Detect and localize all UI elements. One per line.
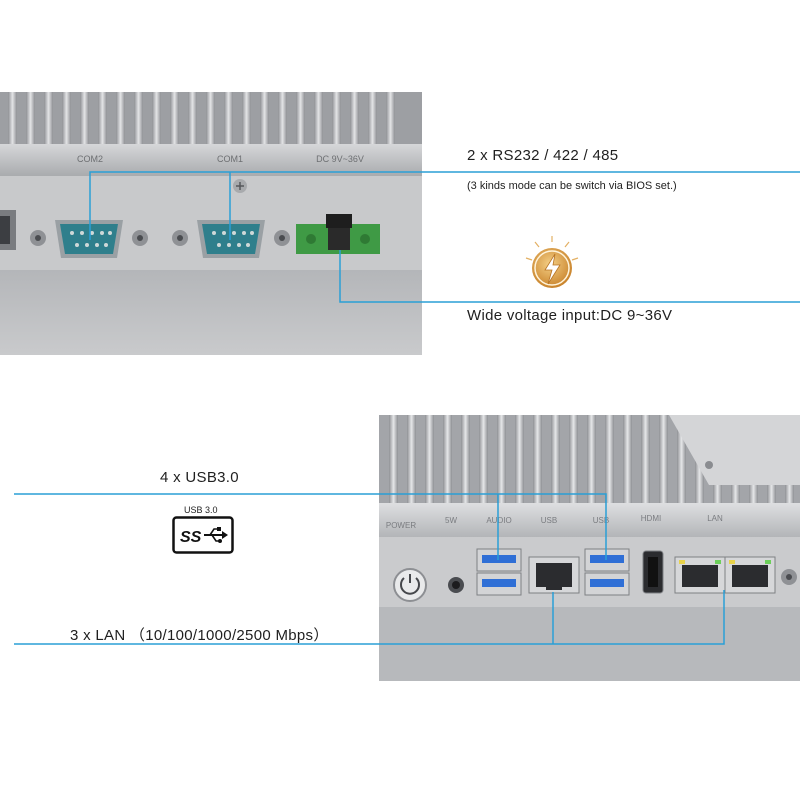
usb-superspeed-logo-icon: SS bbox=[172, 516, 234, 554]
serial-ports-title: 2 x RS232 / 422 / 485 bbox=[467, 147, 619, 164]
port-label-audio: AUDIO bbox=[486, 516, 511, 525]
lan-port-2 bbox=[674, 556, 726, 594]
serial-panel-illustration: COM2 COM1 DC 9V~36V bbox=[0, 92, 422, 355]
port-label-dc-input: DC 9V~36V bbox=[316, 154, 364, 164]
port-label-power: POWER bbox=[386, 521, 416, 530]
audio-jack bbox=[448, 577, 464, 593]
hdmi-port bbox=[642, 550, 664, 594]
port-label-hdmi: HDMI bbox=[641, 514, 661, 523]
usb-badge-caption: USB 3.0 bbox=[184, 505, 218, 515]
usb-ports-title: 4 x USB3.0 bbox=[160, 469, 239, 486]
port-label-lan: LAN bbox=[707, 514, 723, 523]
lan-port-3 bbox=[724, 556, 776, 594]
port-label-com1: COM1 bbox=[217, 154, 243, 164]
lightning-bolt-icon bbox=[525, 236, 579, 288]
photo-usb-lan-panel: POWER 5W AUDIO USB USB HDMI LAN bbox=[379, 415, 800, 681]
usb-port-stack-right bbox=[584, 548, 630, 596]
heatsink-fins bbox=[8, 92, 395, 152]
lan-port-1 bbox=[528, 556, 580, 594]
voltage-input-label: Wide voltage input:DC 9~36V bbox=[467, 307, 673, 324]
usb-lan-panel-illustration: POWER 5W AUDIO USB USB HDMI LAN bbox=[379, 415, 800, 681]
lan-ports-label: 3 x LAN （10/100/1000/2500 Mbps） bbox=[70, 627, 329, 644]
port-label-usb-left: USB bbox=[541, 516, 557, 525]
port-label-5w: 5W bbox=[445, 516, 457, 525]
power-button bbox=[393, 568, 427, 602]
lan-port-partial bbox=[0, 210, 16, 250]
serial-ports-note: (3 kinds mode can be switch via BIOS set… bbox=[467, 180, 677, 192]
photo-serial-power-panel: COM2 COM1 DC 9V~36V bbox=[0, 92, 422, 355]
port-label-usb-right: USB bbox=[593, 516, 609, 525]
port-label-com2: COM2 bbox=[77, 154, 103, 164]
usb-logo-text: SS bbox=[180, 529, 202, 546]
